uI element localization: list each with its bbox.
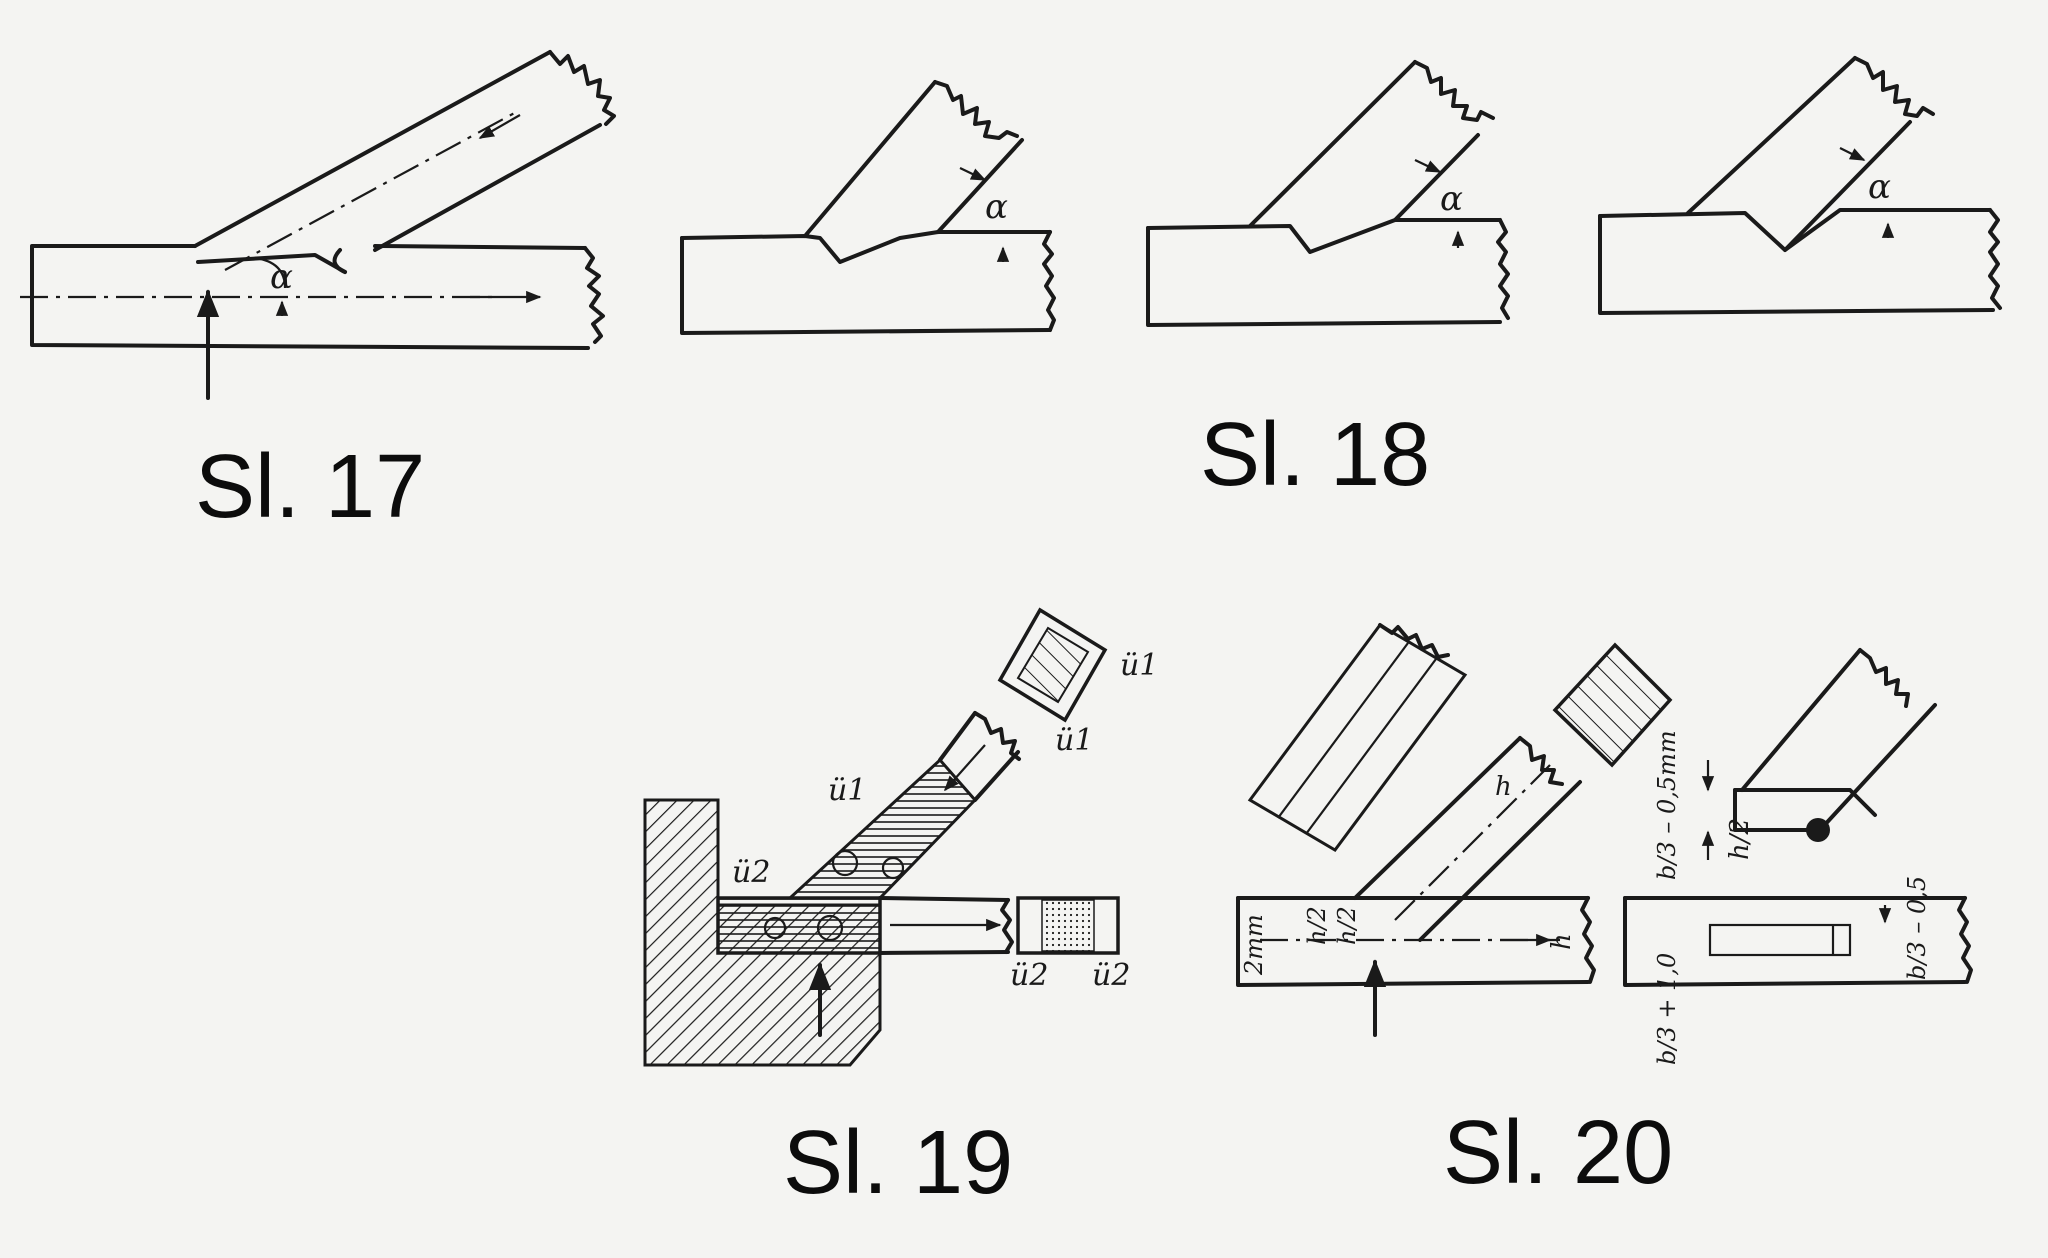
fig20-b-third-minus-label: b/3 – 0,5mm <box>1653 730 1681 880</box>
fig18c-alpha-symbol: α <box>1868 167 1891 207</box>
fig17-caption: Sl. 17 <box>195 437 426 537</box>
fig20-drawing: 2mm h/2 h/2 h h h/2 b/3 – 0,5mm b/3 + 1,… <box>1236 623 1973 1065</box>
fig17-alpha-symbol: α <box>270 257 293 297</box>
fig19-drawing: ü2 ü1 ü1 ü1 ü2 ü2 <box>643 607 1158 1067</box>
fig17-drawing: α <box>20 50 616 400</box>
fig18-variant-a: α <box>680 80 1056 335</box>
fig20-h-label: h <box>1547 933 1577 950</box>
fig19-caption: Sl. 19 <box>783 1113 1014 1213</box>
fig20-two-mm-label: 2mm <box>1240 914 1268 976</box>
fig20-b-third-plus-label: b/3 + 1,0 <box>1653 953 1681 1065</box>
fig20-half-h-detail-label: h/2 <box>1725 818 1755 860</box>
fig18b-alpha-symbol: α <box>1440 179 1463 219</box>
fig20-h-rafter-label: h <box>1495 772 1512 802</box>
fig18a-alpha-symbol: α <box>985 187 1008 227</box>
fig19-u2-label-right: ü2 <box>1092 958 1130 993</box>
fig19-u1-label-top: ü1 <box>1120 648 1158 683</box>
fig20-half-h-label-a: h/2 <box>1303 906 1331 945</box>
fig20-b-third-minus-short-label: b/3 – 0,5 <box>1903 876 1931 980</box>
fig20-caption: Sl. 20 <box>1443 1103 1674 1203</box>
fig19-u1-label-joint: ü1 <box>828 773 866 808</box>
fig19-u2-label-mid: ü2 <box>1010 958 1048 993</box>
fig18-variant-c: α <box>1598 56 2002 315</box>
fig19-u2-label-left: ü2 <box>732 855 770 890</box>
fig19-u1-label-section: ü1 <box>1055 723 1093 758</box>
fig20-half-h-label-b: h/2 <box>1333 906 1361 945</box>
fig18-variant-b: α <box>1146 60 1510 327</box>
fig18-caption: Sl. 18 <box>1200 405 1431 505</box>
